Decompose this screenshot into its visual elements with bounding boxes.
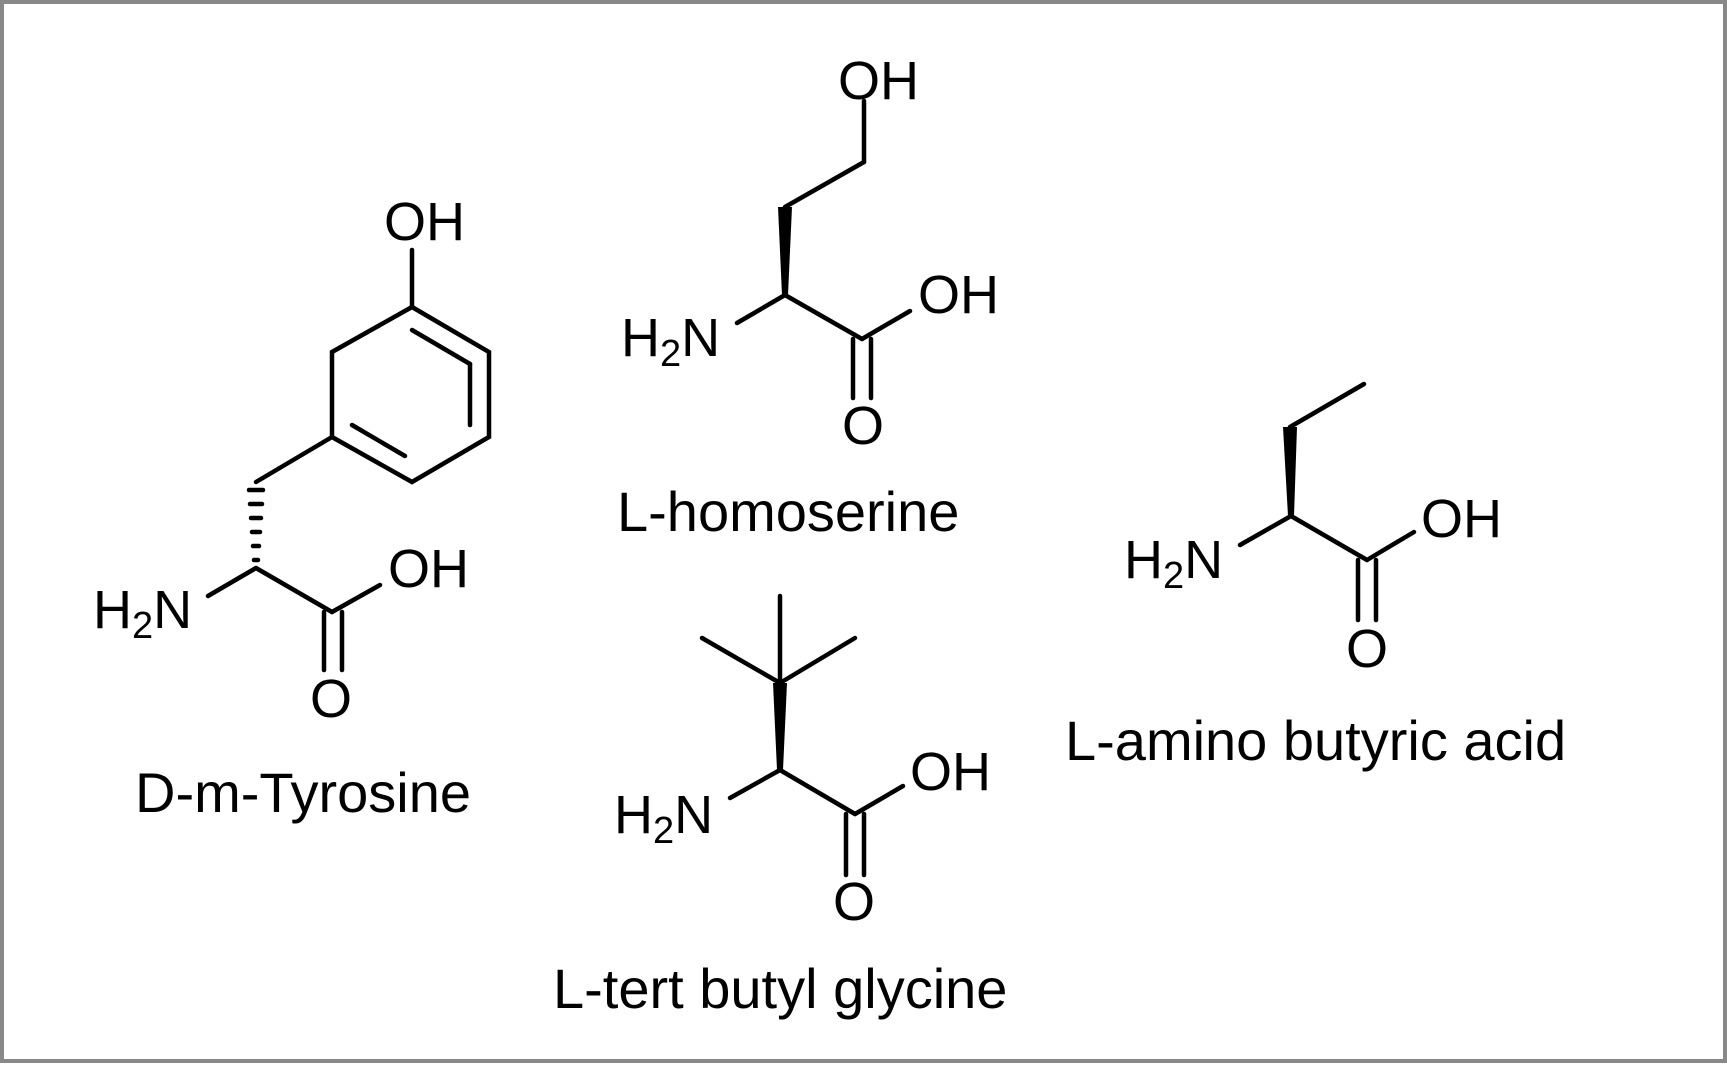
molecule-l-amino-butyric-acid: OH H2N O L-amino butyric acid (1065, 381, 1566, 772)
bond-ch2-ch2 (782, 159, 867, 210)
bond-c-oh (1364, 529, 1417, 563)
bond-c-methyl (777, 635, 858, 686)
atom-label-acid-oh: OH (1421, 489, 1502, 549)
atom-label-oh: OH (838, 51, 919, 111)
molecule-l-homoserine: OH OH H2N O L-homoserine (617, 51, 999, 543)
atom-label-carbonyl-o: O (833, 872, 875, 932)
hashed-wedge (246, 487, 266, 563)
solid-wedge (773, 683, 787, 770)
bond-calpha-c (1288, 513, 1370, 563)
molecule-name: L-amino butyric acid (1065, 709, 1566, 772)
molecule-name: L-homoserine (617, 480, 959, 543)
atom-label-amine: H2N (614, 785, 713, 852)
bond-calpha-n (727, 767, 783, 801)
bond-calpha-c (253, 565, 335, 615)
atom-label-carbonyl-o: O (1346, 619, 1388, 679)
bond-ring-ch2 (253, 434, 335, 485)
atom-label-acid-oh: OH (910, 742, 991, 802)
solid-wedge (778, 207, 792, 295)
bond-calpha-c (782, 292, 865, 342)
ring-double-bond (409, 327, 473, 367)
bond-calpha-n (205, 565, 259, 599)
molecule-l-tert-butyl-glycine: OH H2N O L-tert butyl glycine (553, 593, 1007, 1020)
atom-label-oh: OH (384, 192, 465, 252)
atom-label-carbonyl-o: O (310, 669, 352, 729)
bond-calpha-n (1237, 513, 1294, 548)
bond-calpha-n (734, 292, 788, 326)
bond-c-methyl (699, 635, 783, 686)
solid-wedge (1283, 427, 1297, 516)
molecule-name: L-tert butyl glycine (553, 957, 1007, 1020)
molecule-name: D-m-Tyrosine (135, 761, 471, 824)
molecule-d-m-tyrosine: OH OH H2N O D-m-Tyrosine (93, 192, 492, 824)
bond-calpha-c (777, 767, 858, 817)
atom-label-acid-oh: OH (388, 539, 469, 599)
atom-label-acid-oh: OH (918, 265, 999, 325)
atom-label-carbonyl-o: O (842, 396, 884, 456)
bond-c-oh (329, 582, 383, 615)
benzene-ring (329, 304, 492, 485)
ring-double-bond (349, 422, 408, 459)
bond-ch3-ch2 (1287, 381, 1367, 430)
bond-c-oh (852, 783, 906, 817)
bond-c-oh (859, 308, 913, 342)
